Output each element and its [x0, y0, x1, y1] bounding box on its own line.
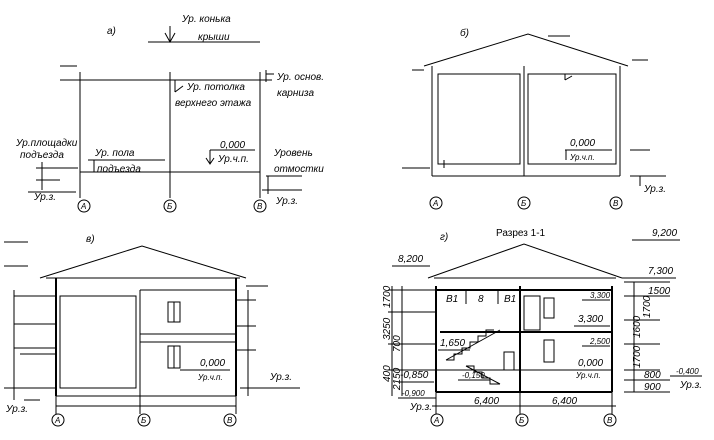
g-axis-a: А: [433, 416, 439, 425]
v-axis-b: Б: [141, 416, 146, 425]
panel-g-label: г): [440, 232, 448, 243]
ridge-label-1: Ур. конька: [181, 14, 231, 25]
g-mark-7300: 7,300: [648, 266, 673, 277]
landing-label-1: Ур.площадки: [15, 138, 78, 149]
panel-v-label: в): [86, 234, 95, 245]
v-axis-a: А: [54, 416, 60, 425]
g-mark-0150: -0,150: [462, 371, 485, 380]
panel-g: г) Разрез 1-1 9,200 8,200 7,300 В1 8 В1: [382, 228, 702, 427]
g-right-dim-1700b: 1700: [632, 345, 643, 368]
a-axis-a: А: [80, 202, 86, 211]
g-right-dim-1600: 1600: [632, 315, 643, 338]
blind-area-label-2: отмостки: [274, 164, 324, 175]
g-left-dim-1700: 1700: [382, 285, 393, 308]
g-zero-sub: Ур.ч.п.: [575, 371, 601, 380]
v-zero-sub: Ур.ч.п.: [197, 373, 223, 382]
panel-b-label: б): [460, 27, 469, 39]
g-left-dim-2150: 2150: [392, 367, 403, 391]
a-axis-b: Б: [167, 202, 172, 211]
v-ground-right: Ур.з.: [269, 372, 292, 383]
g-ground-right: Ур.з.: [679, 380, 702, 391]
g-ground-left: Ур.з.: [409, 402, 432, 413]
a-zero-sub: Ур.ч.п.: [217, 154, 249, 165]
g-mark-3300a: 3,300: [590, 291, 611, 300]
v-zero-mark: 0,000: [200, 358, 225, 369]
g-right-dim-1500: 1500: [648, 286, 671, 297]
g-room-8: 8: [478, 294, 484, 305]
a-axis-v: В: [257, 202, 263, 211]
ridge-label-2: крыши: [198, 32, 230, 43]
g-left-dim-700: 700: [392, 335, 403, 352]
b-zero-sub: Ур.ч.п.: [569, 153, 595, 162]
g-mark-3300b: 3,300: [578, 314, 603, 325]
panel-a-label: а): [107, 26, 116, 37]
panel-a: а) Ур. конька крыши Ур. потолка верхнего…: [15, 14, 324, 213]
g-mark-0850: -0,850: [400, 370, 429, 381]
g-mark-1650: 1,650: [440, 338, 465, 349]
panel-b: б) 0,000 Ур.ч.п. Ур.з. А Б В: [402, 27, 666, 210]
g-right-dim-800: 800: [644, 370, 661, 381]
g-mark-0400: -0,400: [676, 367, 699, 376]
blind-area-label-1: Уровень: [273, 148, 313, 159]
g-room-b1-left: В1: [446, 294, 458, 305]
panel-v: в) Ур.з. 0,000 Ур.ч.п. У: [4, 234, 300, 427]
g-mark-2500: 2,500: [589, 337, 611, 346]
b-axis-a: А: [432, 199, 438, 208]
a-ground-right: Ур.з.: [275, 196, 298, 207]
g-mark-0900: -0,900: [402, 389, 425, 398]
g-right-dim-1700a: 1700: [642, 295, 653, 318]
v-axis-v: В: [227, 416, 233, 425]
b-axis-b: Б: [521, 199, 526, 208]
g-right-dim-900: 900: [644, 382, 661, 393]
g-mark-9200: 9,200: [652, 228, 677, 239]
ceiling-label-2: верхнего этажа: [175, 98, 252, 109]
entrance-floor-label-2: подъезда: [97, 164, 141, 175]
cornice-label-1: Ур. основ.: [276, 72, 324, 83]
b-ground: Ур.з.: [643, 184, 666, 195]
b-zero-mark: 0,000: [570, 138, 595, 149]
entrance-floor-label-1: Ур. пола: [94, 148, 135, 159]
ceiling-label-1: Ур. потолка: [186, 82, 245, 93]
section-title: Разрез 1-1: [496, 228, 546, 239]
landing-label-2: подъезда: [20, 150, 64, 161]
a-zero-mark: 0,000: [220, 140, 245, 151]
g-bottom-dim-2: 6,400: [552, 396, 577, 407]
g-mark-0000: 0,000: [578, 358, 603, 369]
g-axis-v: В: [607, 416, 613, 425]
g-left-dim-3250: 3250: [382, 317, 393, 340]
g-room-b1-right: В1: [504, 294, 516, 305]
g-bottom-dim-1: 6,400: [474, 396, 499, 407]
g-left-dim-400: 400: [382, 365, 393, 382]
v-ground-left: Ур.з.: [5, 404, 28, 415]
b-axis-v: В: [613, 199, 619, 208]
a-ground-left: Ур.з.: [33, 192, 56, 203]
g-axis-b: Б: [519, 416, 524, 425]
g-mark-8200: 8,200: [398, 254, 423, 265]
cornice-label-2: карниза: [277, 88, 314, 99]
